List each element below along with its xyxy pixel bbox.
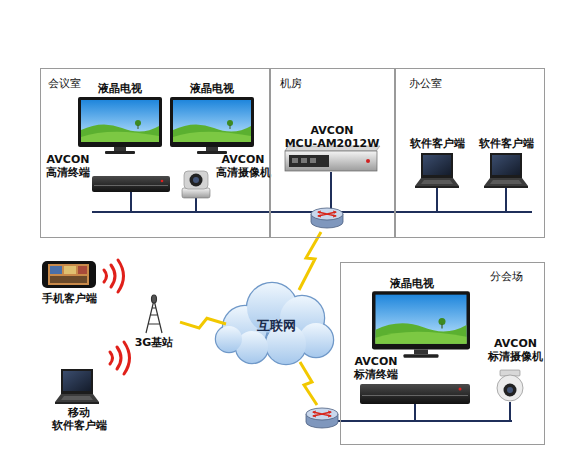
device-label: 软件客户端 [407,137,467,150]
wireless-link [299,232,321,290]
text-line: 手机客户端 [32,292,106,305]
phone-node: 手机客户端 [32,258,106,306]
internet-cloud [216,283,333,364]
cloud-node: 互联网 [226,300,326,352]
tv-node: 液晶电视 [74,82,166,154]
device-label: 液晶电视 [382,277,442,290]
mobile-phone [42,261,96,288]
wireless-link [180,318,226,328]
hd-terminal [92,176,170,192]
client-node: 软件客户端 [407,136,467,192]
room-region: 机房 AVCON MCU-AM2012W [270,68,395,238]
text-line: AVCON [44,153,92,166]
tv-node: 液晶电视 [166,82,258,154]
text-line: AVCON [352,355,400,368]
device-label: 液晶电视 [74,82,166,95]
router [311,208,343,228]
tv-node: 液晶电视 [368,276,476,362]
region-title: 机房 [280,77,340,90]
text-line: 高清摄像机 [216,166,270,179]
text-line: 标清摄像机 [487,350,544,363]
device-label: 液晶电视 [166,82,258,95]
text-line: 3G基站 [128,336,180,349]
text-line: 软件客户端 [42,419,116,432]
sd-camera [497,370,523,401]
text-line: 机房 [280,77,340,90]
text-line: 高清终端 [44,166,92,179]
lan-wire [330,402,512,421]
text-line: 互联网 [226,319,326,332]
room-region: 办公室软件客户端软件客户端 [395,68,545,238]
text-line: 液晶电视 [166,82,258,95]
base-station [146,295,162,333]
region-title: 分会场 [490,270,540,283]
hd-camera [182,171,210,198]
text-line: MCU-AM2012W [276,137,388,150]
text-line: AVCON [276,124,388,137]
device-label: AVCON 高清摄像机 [216,153,270,179]
terminal-node: AVCON 标清终端 [352,354,474,408]
room-region: 会议室液晶电视液晶电视AVCON 高清终端AVCON 高清摄像机 [40,68,270,238]
region-title: 办公室 [409,77,469,90]
text-line: 液晶电视 [74,82,166,95]
lcd-tv [78,97,162,154]
device-label: AVCON 高清终端 [44,153,92,179]
wireless-link [300,362,317,405]
laptop [484,153,528,188]
text-line: 移动 [42,406,116,419]
device-label: AVCON MCU-AM2012W [276,124,388,150]
device-label: 软件客户端 [476,137,536,150]
text-line: AVCON [216,153,270,166]
lcd-tv [170,97,254,154]
lcd-tv [372,291,470,358]
base-station-node: 3G基站 [128,292,180,350]
text-line: 标清终端 [352,368,400,381]
router [306,408,338,428]
text-line: AVCON [487,337,544,350]
device-label: 互联网 [226,319,326,332]
radio-waves [104,260,130,374]
client-node: 软件客户端 [476,136,536,192]
lan-wire [92,172,532,212]
sd-terminal [360,384,470,404]
camera-node: AVCON 标清摄像机 [487,336,544,404]
mobile-client-node: 移动 软件客户端 [42,368,116,432]
text-line: 液晶电视 [382,277,442,290]
text-line: 软件客户端 [407,137,467,150]
device-label: AVCON 标清摄像机 [487,337,544,363]
device-label: 3G基站 [128,336,180,349]
laptop [55,369,99,404]
device-label: 移动 软件客户端 [42,406,116,432]
text-line: 办公室 [409,77,469,90]
camera-node: AVCON 高清摄像机 [176,150,270,198]
terminal-node: AVCON 高清终端 [44,150,172,194]
device-label: AVCON 标清终端 [352,355,400,381]
mcu-node: AVCON MCU-AM2012W [276,124,388,172]
venue-region: 分会场液晶电视AVCON 标清终端AVCON 标清摄像机 [340,262,545,445]
text-line: 分会场 [490,270,540,283]
laptop [415,153,459,188]
device-label: 手机客户端 [32,292,106,305]
text-line: 软件客户端 [476,137,536,150]
